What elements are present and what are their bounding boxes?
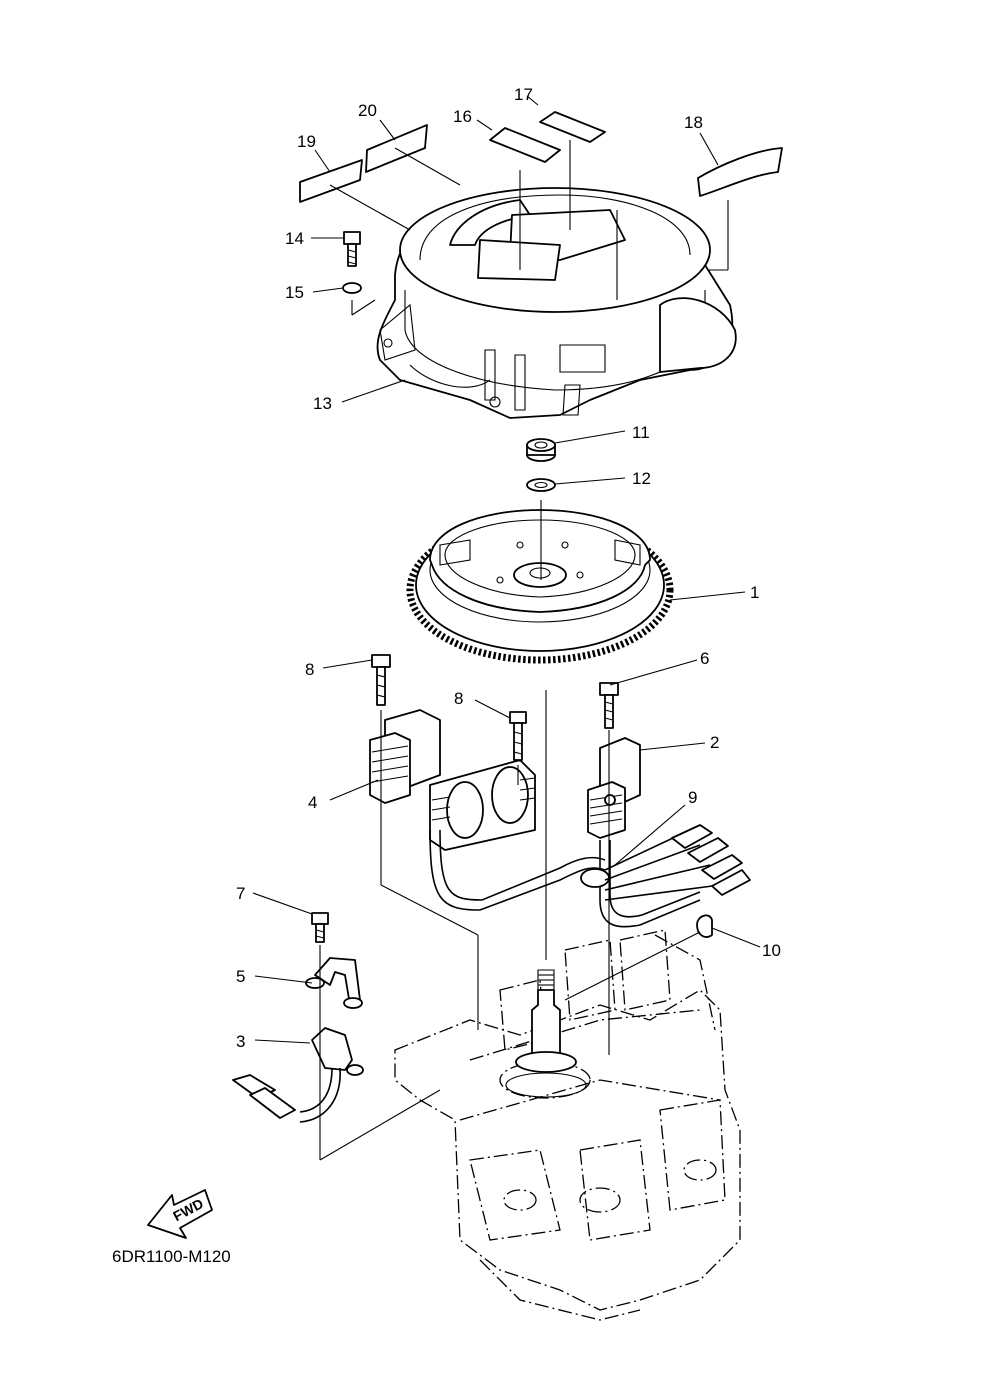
callout-18: 18 (684, 113, 703, 132)
bracket-5 (305, 957, 363, 1009)
callout-13: 13 (313, 394, 332, 413)
washer-12 (526, 478, 556, 492)
callout-6: 6 (700, 649, 709, 668)
callouts: 1 2 3 4 5 6 7 8 8 9 10 11 12 13 14 15 16… (236, 85, 781, 1051)
coil-4 (369, 709, 536, 851)
crankshaft-stub (505, 969, 587, 1098)
callout-17: 17 (514, 85, 533, 104)
callout-2: 2 (710, 733, 719, 752)
decal-18 (697, 147, 783, 197)
leader-lines (252, 95, 761, 1161)
decal-17 (539, 111, 606, 143)
callout-7: 7 (236, 884, 245, 903)
callout-8b: 8 (454, 689, 463, 708)
callout-11: 11 (632, 423, 650, 442)
wire-harness-9 (429, 824, 751, 928)
fwd-arrow: FWD (147, 1189, 213, 1239)
callout-1: 1 (750, 583, 759, 602)
callout-16: 16 (453, 107, 472, 126)
decal-16 (489, 127, 561, 163)
decal-19 (299, 159, 363, 203)
bolt-8a (371, 654, 391, 706)
flywheel (406, 509, 674, 664)
callout-3: 3 (236, 1032, 245, 1051)
drawing-code: 6DR1100-M120 (112, 1247, 231, 1266)
engine-block (394, 929, 741, 1321)
sensor-3 (232, 1027, 364, 1123)
callout-10: 10 (762, 941, 781, 960)
callout-20: 20 (358, 101, 377, 120)
callout-12: 12 (632, 469, 651, 488)
bolt-6 (599, 682, 619, 729)
coil-2 (587, 737, 641, 839)
callout-15: 15 (285, 283, 304, 302)
callout-5: 5 (236, 967, 245, 986)
callout-9: 9 (688, 788, 697, 807)
callout-4: 4 (308, 793, 317, 812)
washer-15 (342, 282, 362, 294)
nut-11 (526, 438, 556, 462)
callout-19: 19 (297, 132, 316, 151)
bolt-14 (343, 231, 361, 267)
bolt-7 (311, 912, 329, 943)
flywheel-cover (376, 187, 737, 419)
callout-8a: 8 (305, 660, 314, 679)
grommet-10 (696, 914, 713, 938)
bolt-8b (509, 711, 527, 761)
callout-14: 14 (285, 229, 304, 248)
